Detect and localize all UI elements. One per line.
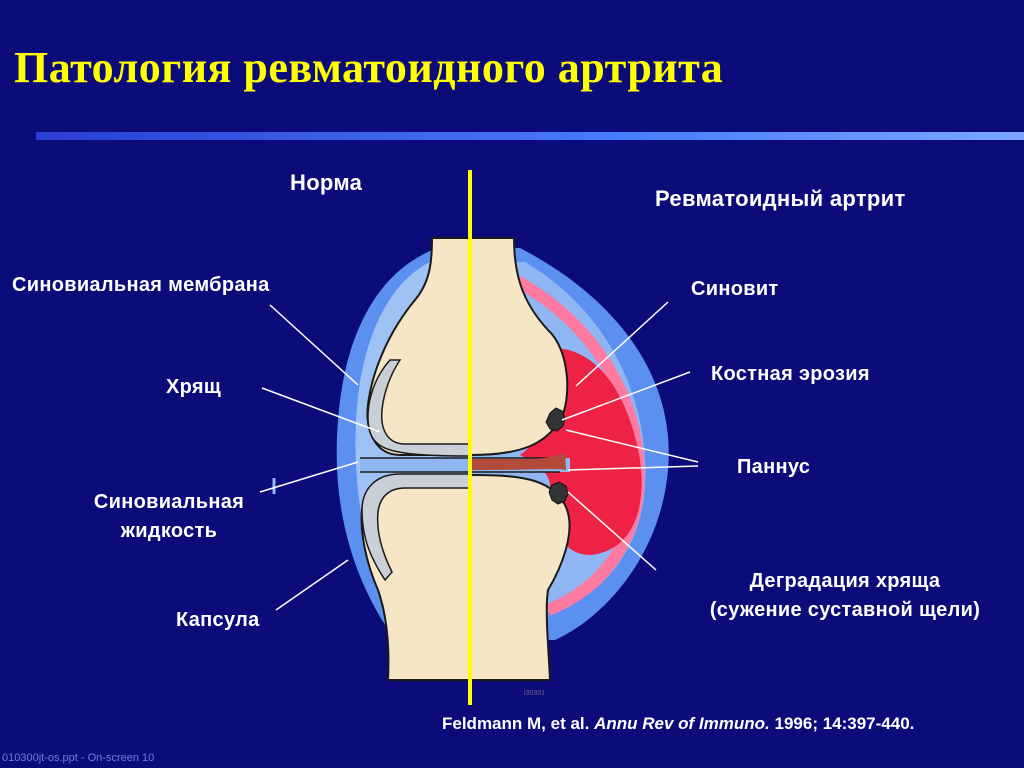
header-normal: Норма [290,170,363,195]
leader-synovitis [575,301,669,387]
leader-bone-erosion [561,371,691,421]
label-cartilage-degradation: Деградация хряща (сужение суставной щели… [670,570,1020,622]
bone-erosion-upper [545,407,566,432]
slide-title: Патология ревматоидного артрита [14,43,724,92]
label-synovial-fluid-line1: Синовиальная [93,491,245,513]
label-synovial-fluid-line2: жидкость [120,520,218,542]
label-synovial-membrane: Синовиальная мембрана [12,274,270,296]
lower-bone [360,474,571,681]
label-pannus: Паннус [737,456,811,478]
label-cartilage-degradation-line1: Деградация хряща [749,570,941,592]
label-synovial-fluid: Синовиальная жидкость [64,491,274,543]
bone-erosion-lower [548,481,569,505]
lower-cartilage [361,473,471,582]
leader-pannus-1 [565,429,699,463]
citation-authors: Feldmann M, et al. [442,714,590,733]
citation-details: 1996; 14:397-440. [774,714,915,733]
upper-bone [366,237,569,456]
citation: Feldmann M, et al. Annu Rev of Immuno. 1… [442,714,914,734]
figure-code: i30301 [524,690,546,697]
label-cartilage: Хрящ [166,376,222,398]
label-cartilage-degradation-line2: (сужение суставной щели) [709,599,981,621]
leader-cartilage-degradation [567,491,657,571]
leader-synovial-fluid [259,461,359,493]
pannus-invasion [470,452,566,470]
label-bone-erosion: Костная эрозия [711,363,870,385]
leader-pannus-2 [567,465,699,471]
leader-capsule [275,559,349,611]
leader-synovial-membrane [269,304,359,386]
leader-cartilage [261,387,381,433]
title-underline [36,132,1024,140]
label-capsule: Капсула [176,609,260,631]
citation-journal: Annu Rev of Immuno. [594,714,770,733]
label-synovitis: Синовит [691,278,779,300]
header-rheumatoid-arthritis: Ревматоидный артрит [655,186,906,211]
footer-filename: 010300jt-os.ppt - On-screen 10 [2,752,155,764]
